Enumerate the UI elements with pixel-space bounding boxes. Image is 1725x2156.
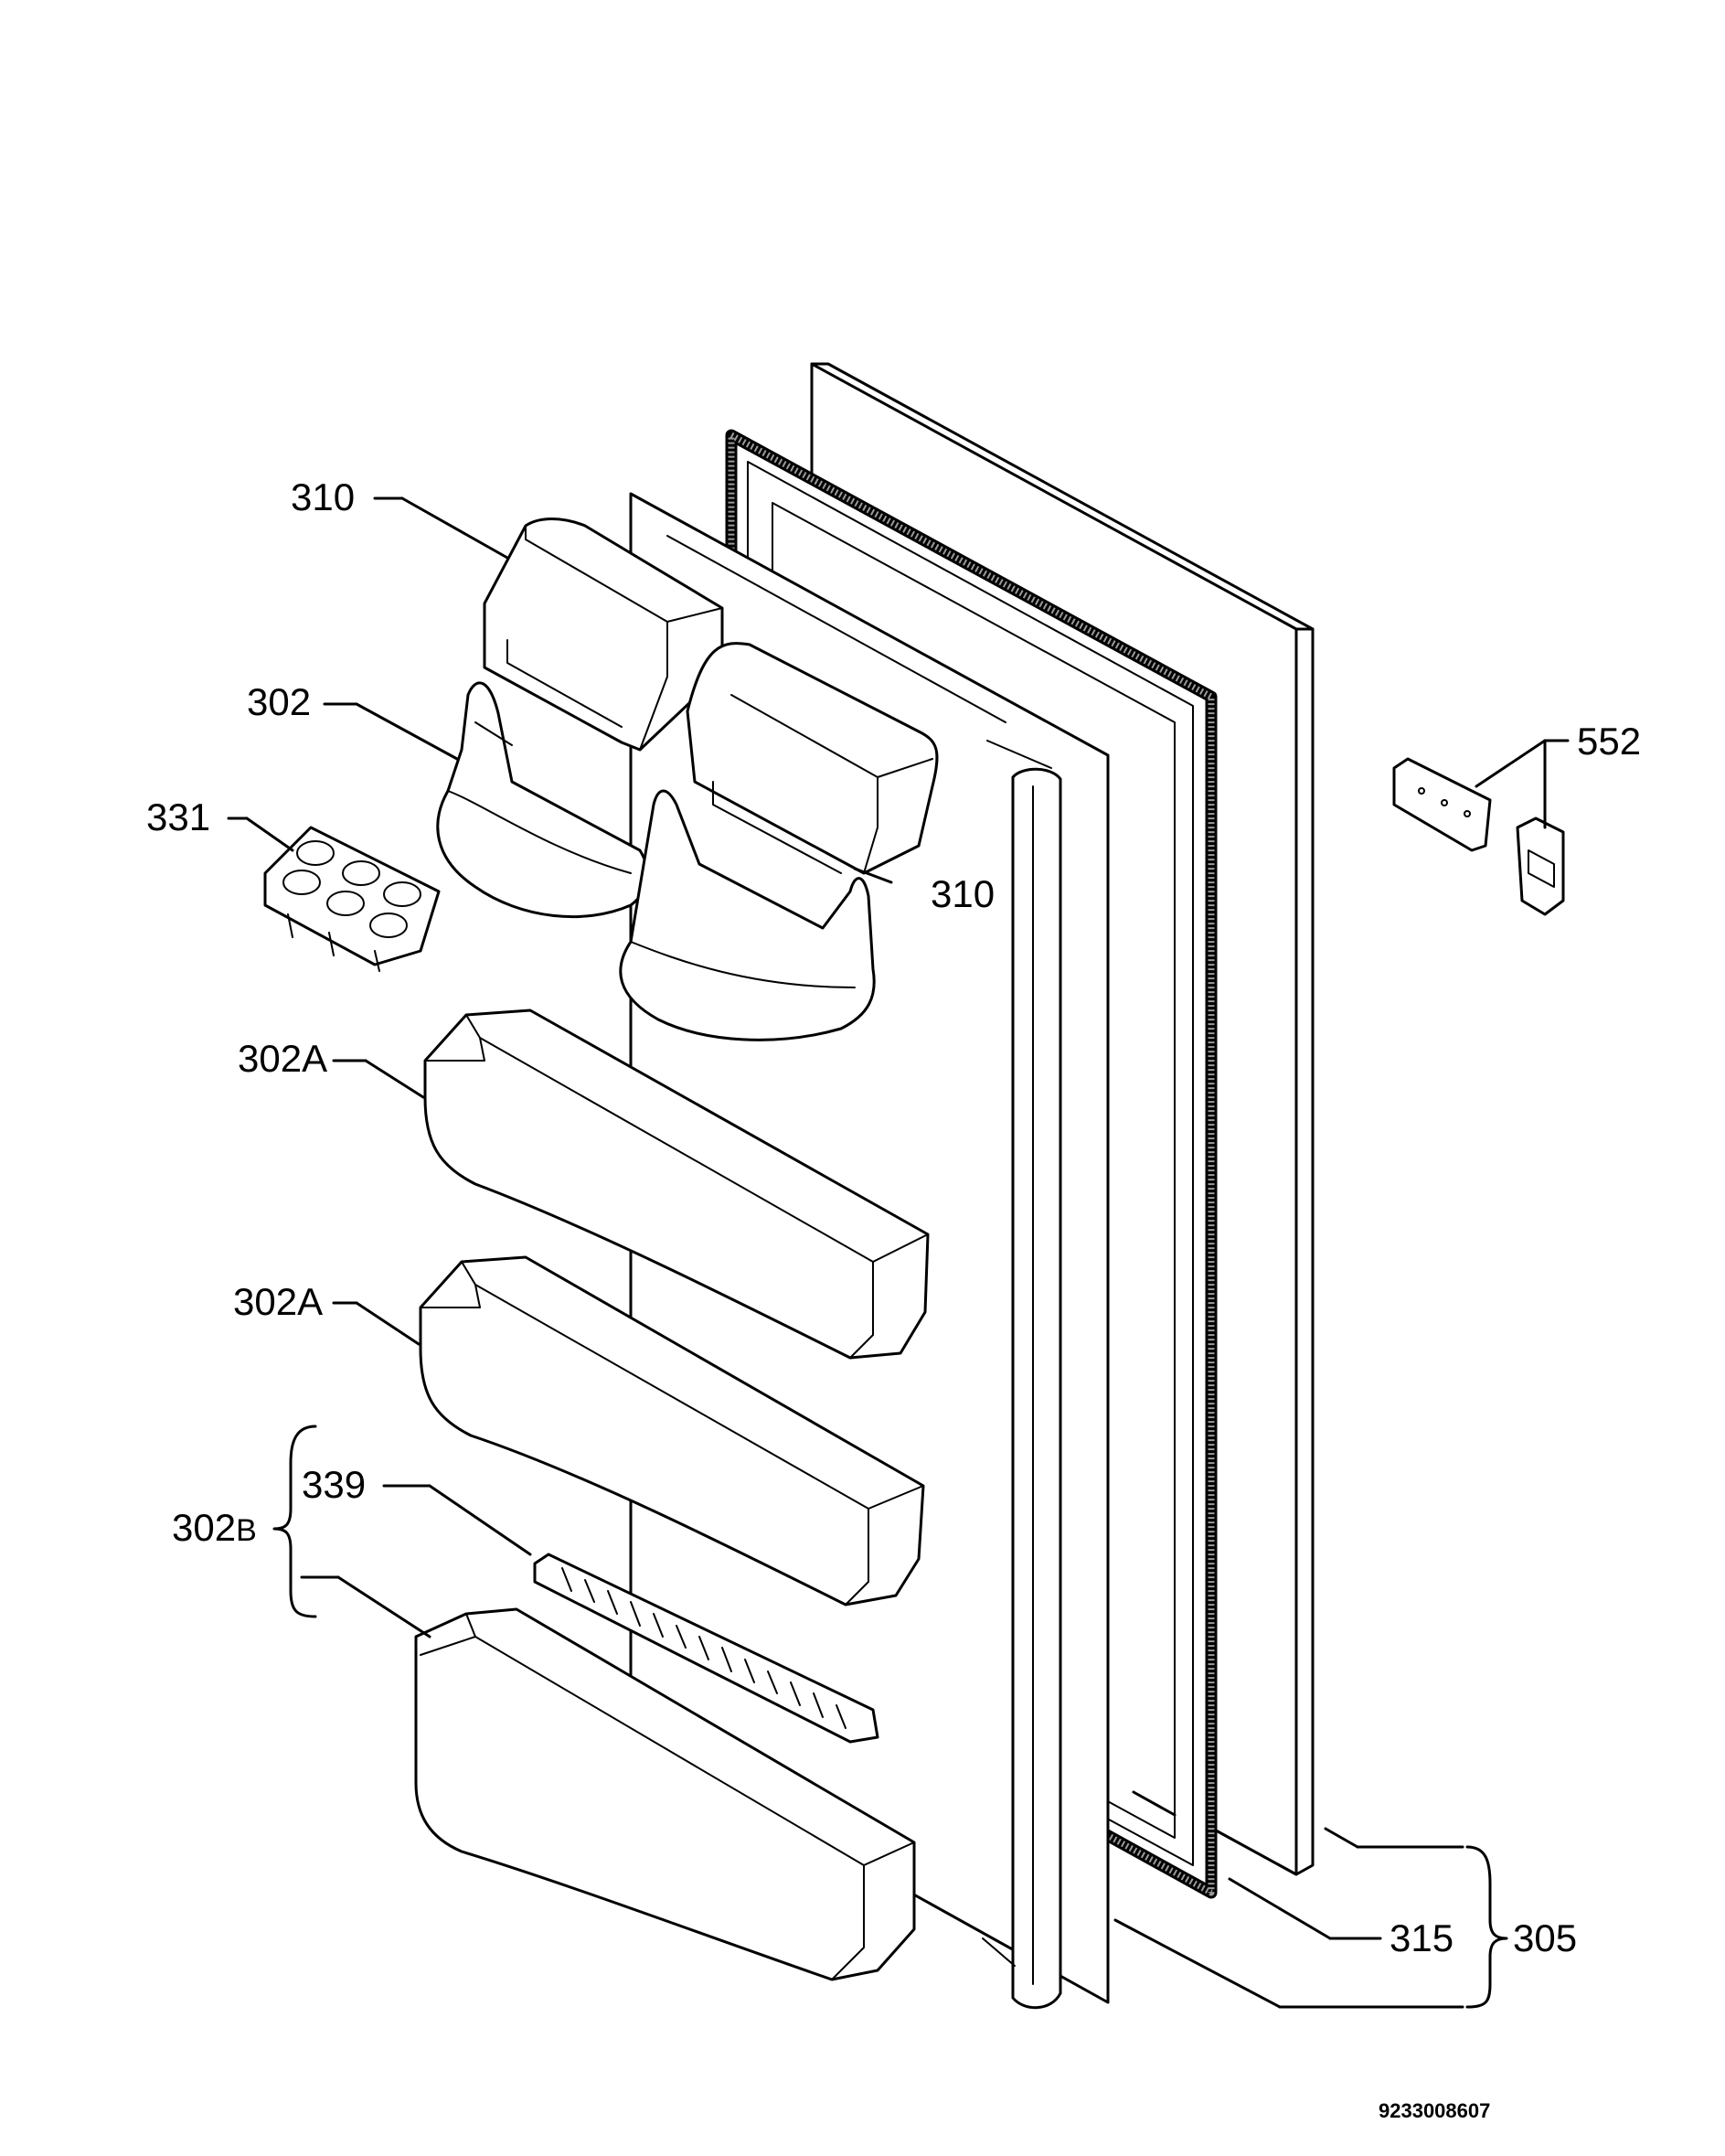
- hinge-bracket: [1392, 757, 1565, 916]
- door-bin-lower: [414, 1607, 916, 1981]
- brace-305: [1465, 1845, 1508, 2009]
- box-shelf-top: [483, 518, 724, 752]
- callout-305: 305: [1513, 1916, 1577, 1959]
- callout-315: 315: [1390, 1916, 1453, 1959]
- bottle-retainer: [533, 1553, 879, 1744]
- leader-lines: [227, 496, 1570, 2009]
- drawing-number: 9233008607: [1379, 2099, 1490, 2122]
- callout-339: 339: [302, 1463, 366, 1506]
- callout-331: 331: [146, 795, 210, 838]
- callout-552: 552: [1577, 720, 1641, 763]
- callout-302B-suffix: B: [236, 1513, 257, 1548]
- door-bin-middle: [419, 1255, 925, 1606]
- door-bin-upper: [423, 1009, 930, 1360]
- bottle-holder-shelf: [436, 681, 876, 1041]
- callout-302A-middle-text: 302A: [233, 1280, 323, 1323]
- callout-302A-upper: 302A: [238, 1037, 327, 1080]
- callout-302B: 302B: [172, 1506, 257, 1549]
- callout-310-top: 310: [291, 475, 355, 518]
- callout-302A-middle: 302A: [233, 1280, 323, 1323]
- callout-302A-upper-text: 302A: [238, 1037, 327, 1080]
- callout-310-middle: 310: [931, 872, 995, 915]
- egg-tray: [263, 826, 441, 972]
- callout-302B-main: 302: [172, 1506, 236, 1549]
- brace-302B: [272, 1425, 317, 1618]
- box-shelf-middle: [686, 642, 939, 875]
- callout-302: 302: [247, 680, 311, 723]
